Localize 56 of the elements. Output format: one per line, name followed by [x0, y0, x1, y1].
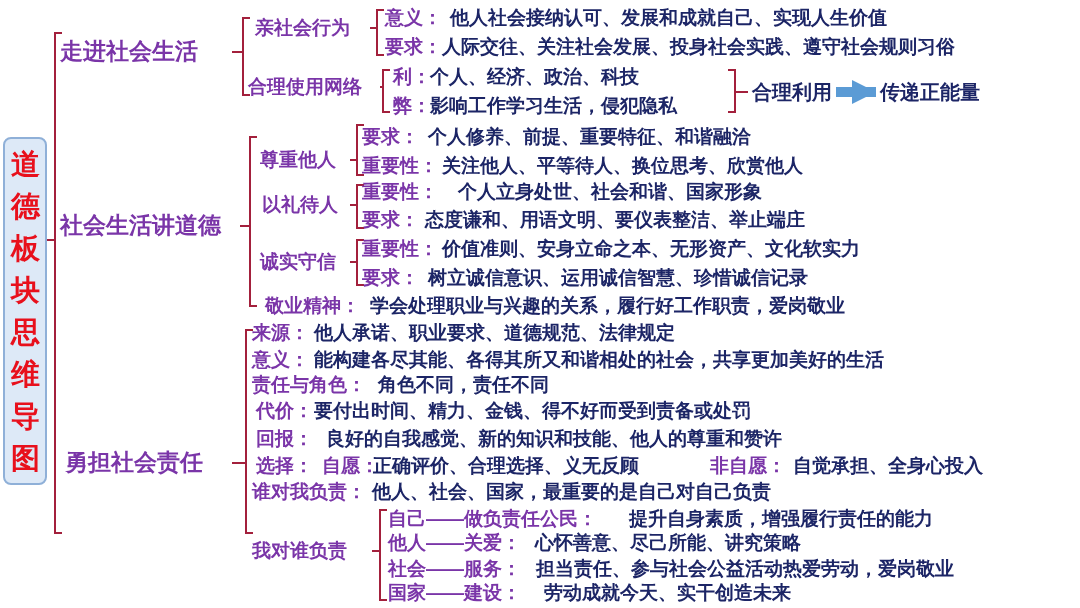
topic-heading: 合理使用网络 [248, 76, 362, 98]
title-box: 道德板块思维导图 [3, 137, 47, 485]
topic-heading: 以礼待人 [262, 194, 338, 216]
key-term: 回报： [256, 428, 313, 450]
point-text: 能构建各尽其能、各得其所又和谐相处的社会，共享更加美好的生活 [314, 349, 884, 371]
key-term: 敬业精神： [265, 295, 360, 317]
key-term: 意义： [252, 349, 309, 371]
topic-heading: 我对谁负责 [252, 540, 347, 562]
key-term: 重要性： [362, 238, 438, 260]
branch-heading: 走进社会生活 [60, 39, 198, 65]
key-term: 谁对我负责： [252, 481, 366, 503]
point-text: 要付出时间、精力、金钱、得不好而受到责备或处罚 [314, 400, 751, 422]
key-term: 弊： [393, 95, 431, 117]
point-text: 他人、社会、国家，最重要的是自己对自己负责 [372, 481, 771, 503]
point-text: 他人社会接纳认可、发展和成就自己、实现人生价值 [450, 7, 887, 29]
point-text: 个人、经济、政治、科技 [430, 66, 639, 88]
key-term: 要求： [385, 36, 442, 58]
key-term: 国家——建设： [388, 582, 521, 604]
point-text: 良好的自我感觉、新的知识和技能、他人的尊重和赞许 [326, 428, 782, 450]
key-term: 重要性： [362, 181, 438, 203]
key-term: 他人——关爱： [388, 532, 521, 554]
point-text: 态度谦和、用语文明、要仪表整洁、举止端庄 [425, 209, 805, 231]
point-text: 人际交往、关注社会发展、投身社会实践、遵守社会规则习俗 [442, 36, 955, 58]
key-term: 要求： [362, 267, 419, 289]
point-text: 关注他人、平等待人、换位思考、欣赏他人 [442, 155, 803, 177]
key-term: 非自愿： [710, 455, 786, 477]
point-text: 学会处理职业与兴趣的关系，履行好工作职责，爱岗敬业 [370, 295, 845, 317]
point-text: 个人修养、前提、重要特征、和谐融洽 [428, 126, 751, 148]
point-text: 树立诚信意识、运用诚信智慧、珍惜诚信记录 [428, 267, 808, 289]
key-term: 利： [393, 66, 431, 88]
point-text: 自觉承担、全身心投入 [793, 455, 983, 477]
topic-heading: 诚实守信 [260, 251, 336, 273]
point-text: 担当责任、参与社会公益活动热爱劳动，爱岗敬业 [536, 558, 954, 580]
key-term: 要求： [362, 126, 419, 148]
topic-heading: 尊重他人 [260, 149, 336, 171]
key-term: 代价： [256, 400, 313, 422]
key-term: 自己——做负责任公民： [388, 508, 597, 530]
key-term: 要求： [362, 209, 419, 231]
key-term: 重要性： [362, 155, 438, 177]
point-text: 角色不同，责任不同 [378, 374, 549, 396]
topic-heading: 亲社会行为 [255, 17, 350, 39]
point-text: 劳动成就今天、实干创造未来 [544, 582, 791, 604]
key-term: 意义： [385, 7, 442, 29]
key-term: 选择： [256, 455, 313, 477]
result-text: 传递正能量 [880, 81, 980, 103]
point-text: 影响工作学习生活，侵犯隐私 [430, 95, 677, 117]
point-text: 心怀善意、尽己所能、讲究策略 [535, 532, 801, 554]
key-term: 社会——服务： [388, 558, 521, 580]
point-text: 提升自身素质，增强履行责任的能力 [629, 508, 933, 530]
result-text: 合理利用 [752, 81, 832, 103]
point-text: 价值准则、安身立命之本、无形资产、文化软实力 [442, 238, 860, 260]
arrow [836, 80, 876, 104]
key-term: 责任与角色： [252, 374, 366, 396]
point-text: 个人立身处世、社会和谐、国家形象 [458, 181, 762, 203]
key-term: 来源： [252, 322, 309, 344]
point-text: 他人承诺、职业要求、道德规范、法律规定 [314, 322, 675, 344]
